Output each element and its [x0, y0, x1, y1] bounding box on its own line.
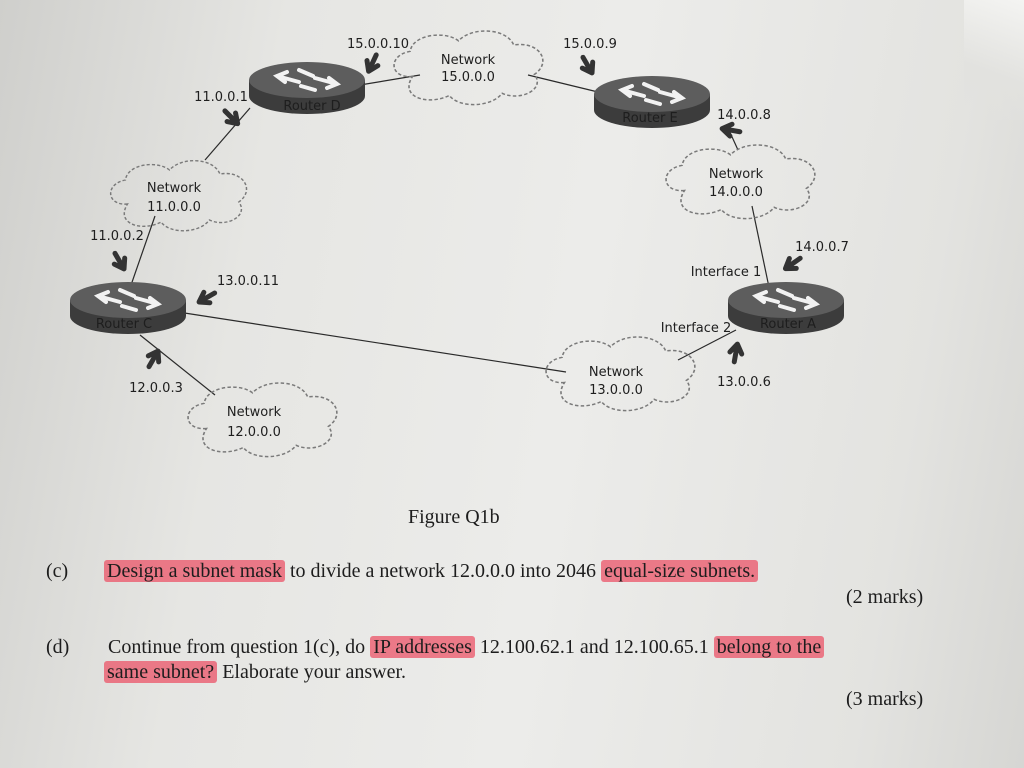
- network-13-title: Network: [589, 365, 644, 380]
- arrow-icon: [110, 250, 129, 272]
- highlight-mark: equal-size subnets.: [601, 560, 759, 582]
- network-15-address: 15.0.0.0: [441, 70, 495, 85]
- question-d-marks: (3 marks): [846, 688, 924, 710]
- interface-2-label: Interface 2: [661, 321, 732, 336]
- router-c-label: Router C: [96, 317, 152, 332]
- link-d-n11: [204, 107, 251, 161]
- network-15-title: Network: [441, 53, 496, 68]
- arrow-icon: [721, 123, 741, 138]
- question-d-line1: Continue from question 1(c), do IP addre…: [108, 636, 825, 659]
- question-d-line2: same subnet? Elaborate your answer.: [104, 661, 406, 684]
- router-d-label: Router D: [283, 99, 340, 114]
- network-11-address: 11.0.0.0: [147, 200, 201, 215]
- figure-caption: Figure Q1b: [408, 506, 500, 528]
- ip-router-c-12: 12.0.0.3: [129, 381, 183, 396]
- network-11-title: Network: [147, 181, 202, 196]
- link-n11-c: [129, 215, 156, 289]
- arrow-icon: [578, 54, 597, 76]
- link-n14-a: [751, 205, 771, 293]
- ip-router-a-13: 13.0.0.6: [717, 375, 771, 390]
- network-12-title: Network: [227, 405, 282, 420]
- network-14-address: 14.0.0.0: [709, 185, 763, 200]
- arrow-icon: [728, 343, 743, 363]
- network-13-address: 13.0.0.0: [589, 383, 643, 398]
- ip-router-c-13: 13.0.0.11: [217, 274, 279, 289]
- highlight-mark: Design a subnet mask: [104, 560, 285, 582]
- arrow-icon: [144, 348, 163, 370]
- network-diagram: Router D Router E Router C Router A Netw…: [68, 30, 849, 458]
- arrow-icon: [363, 52, 381, 73]
- link-n13-a: [677, 329, 737, 361]
- arrow-icon: [782, 253, 804, 273]
- network-12-address: 12.0.0.0: [227, 425, 281, 440]
- question-c-body: to divide a network 12.0.0.0 into 2046: [284, 560, 602, 582]
- arrow-icon: [196, 288, 218, 307]
- question-d-letter: (d): [46, 636, 70, 658]
- page-fold: [964, 0, 1024, 120]
- ip-router-c-11: 11.0.0.2: [90, 229, 144, 244]
- question-c-marks: (2 marks): [846, 586, 924, 608]
- question-d-body: 12.100.62.1 and 12.100.65.1: [474, 636, 714, 658]
- question-c-text: Design a subnet mask to divide a network…: [104, 560, 759, 583]
- ip-router-a-14: 14.0.0.7: [795, 240, 849, 255]
- highlight-mark: IP addresses: [370, 636, 475, 658]
- interface-1-label: Interface 1: [691, 265, 762, 280]
- highlight-mark: same subnet?: [104, 661, 218, 683]
- question-c-letter: (c): [46, 560, 69, 582]
- ip-router-d-15: 15.0.0.10: [347, 37, 409, 52]
- question-d-body: Continue from question 1(c), do: [108, 636, 371, 658]
- question-d-body: Elaborate your answer.: [217, 661, 407, 683]
- network-14-title: Network: [709, 167, 764, 182]
- arrow-icon: [221, 107, 242, 128]
- ip-router-e-15: 15.0.0.9: [563, 37, 617, 52]
- router-e-label: Router E: [622, 111, 677, 126]
- link-c-n12: [139, 334, 216, 396]
- ip-router-d-11: 11.0.0.1: [194, 90, 248, 105]
- highlight-mark: belong to the: [713, 636, 825, 658]
- link-c-n13: [177, 311, 567, 373]
- router-a-label: Router A: [760, 317, 816, 332]
- ip-router-e-14: 14.0.0.8: [717, 108, 771, 123]
- link-n15-e: [527, 74, 599, 93]
